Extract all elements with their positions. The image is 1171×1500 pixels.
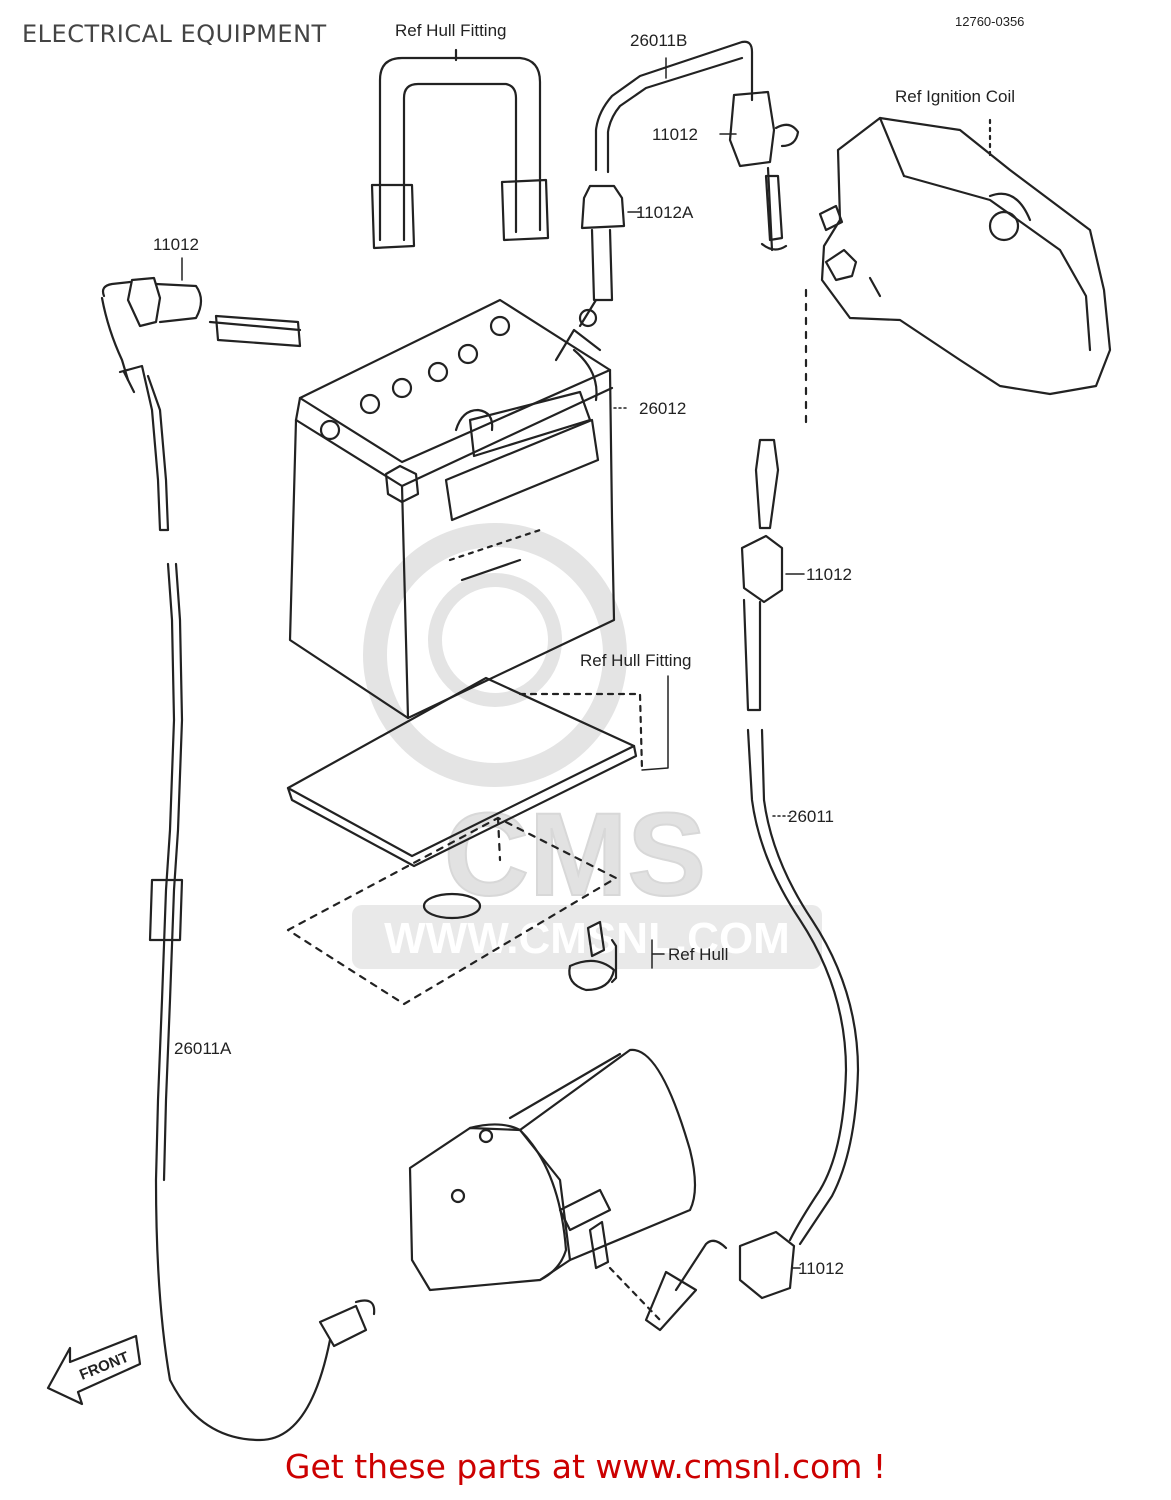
label-26012: 26012 <box>639 399 686 418</box>
front-arrow-icon <box>46 1334 142 1406</box>
watermark-brand: CMS <box>444 789 706 921</box>
connector-11012a <box>578 184 626 328</box>
label-11012-right: 11012 <box>806 565 852 584</box>
page-title: ELECTRICAL EQUIPMENT <box>22 20 327 48</box>
ref-hull-bolt <box>568 920 618 992</box>
cable-26011 <box>644 438 860 1332</box>
watermark: CMS WWW.CMSNL.COM <box>352 523 822 969</box>
tray-hole <box>422 892 482 920</box>
cable-26011b <box>594 40 800 252</box>
ignition-coil <box>818 116 1112 396</box>
label-11012-top: 11012 <box>652 125 698 144</box>
battery-26012 <box>288 298 616 720</box>
label-ref-hull: Ref Hull <box>668 945 728 964</box>
label-26011a: 26011A <box>174 1039 232 1058</box>
starter-motor <box>408 1048 697 1322</box>
watermark-mascot-face-icon <box>428 573 562 707</box>
label-ref-hull-fitting-mid: Ref Hull Fitting <box>580 651 691 670</box>
label-26011b: 26011B <box>630 31 687 50</box>
watermark-url: WWW.CMSNL.COM <box>384 914 790 963</box>
label-front: FRONT <box>77 1349 131 1384</box>
drawing-number: 12760-0356 <box>955 14 1024 29</box>
cable-26011a <box>100 276 376 1442</box>
leader-lines <box>181 57 805 1269</box>
battery-tray <box>286 816 618 1006</box>
label-11012-bottom: 11012 <box>798 1259 844 1278</box>
label-11012a: 11012A <box>636 203 694 222</box>
label-ref-ignition-coil: Ref Ignition Coil <box>895 87 1015 106</box>
watermark-url-box <box>352 905 822 969</box>
label-ref-hull-fitting-top: Ref Hull Fitting <box>395 21 506 40</box>
hull-fitting-bracket <box>370 48 550 250</box>
battery-pad-upper <box>286 676 644 868</box>
watermark-mascot-icon <box>363 523 627 787</box>
footer-shop-link[interactable]: Get these parts at www.cmsnl.com ! <box>284 1447 887 1486</box>
label-26011: 26011 <box>788 807 834 826</box>
label-11012-left: 11012 <box>153 235 199 254</box>
